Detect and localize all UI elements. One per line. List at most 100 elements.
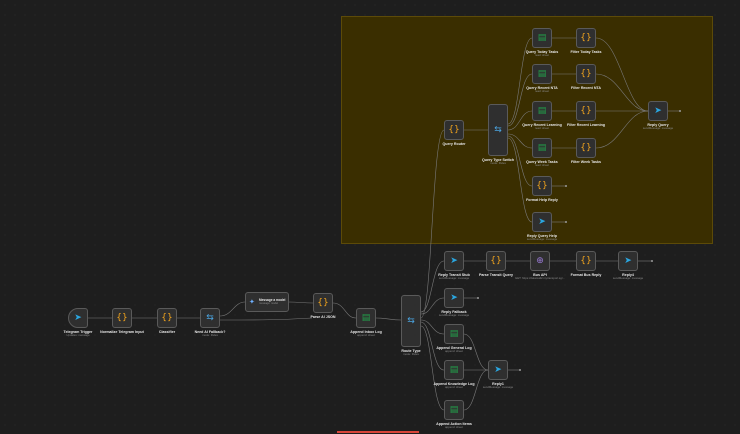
bus-api-node[interactable]: ⊕ (530, 251, 550, 271)
node-label: Reply Transit Stub (438, 273, 470, 277)
append-action-items-node[interactable]: ▤ (444, 400, 464, 420)
filter-recent-learning-node[interactable]: {} (576, 101, 596, 121)
node-subtitle: append: sheet (445, 425, 463, 429)
wire (420, 297, 445, 315)
node-label: Classifier (158, 330, 176, 334)
node-label: Filter Today Tasks (570, 50, 602, 54)
wire (420, 321, 445, 371)
node-subtitle: read: sheet (535, 126, 549, 130)
telegram-icon: ➤ (624, 255, 632, 266)
wire (595, 110, 649, 149)
wire (332, 302, 357, 319)
format-help-reply-node[interactable]: {} (532, 176, 552, 196)
switch-icon: ⇆ (206, 312, 214, 323)
filter-today-tasks-node[interactable]: {} (576, 28, 596, 48)
node-subtitle: read: sheet (535, 163, 549, 167)
query-type-switch-node[interactable]: ⇆ (488, 104, 508, 156)
reply-query-node[interactable]: ➤ (648, 101, 668, 121)
wire (507, 73, 533, 127)
code-icon: {} (580, 142, 592, 153)
telegram-trigger-node[interactable]: ➤ (68, 308, 88, 328)
sheet-icon: ▤ (361, 312, 371, 323)
wire (595, 37, 649, 112)
parse-ai-json-node[interactable]: {} (313, 293, 333, 313)
filter-week-tasks-node[interactable]: {} (576, 138, 596, 158)
node-label: Reply Query Help (527, 234, 557, 238)
need-ai-fallback-node[interactable]: ⇆ (200, 308, 220, 328)
filter-recent-nta-node[interactable]: {} (576, 64, 596, 84)
query-router-node[interactable]: {} (444, 120, 464, 140)
node-label: Query Router (442, 142, 466, 146)
code-icon: {} (490, 255, 502, 266)
node-label: Query Type Switch (481, 158, 515, 162)
code-icon: {} (580, 32, 592, 43)
sticky-note[interactable] (341, 16, 713, 244)
parse-transit-query-node[interactable]: {} (486, 251, 506, 271)
reply-query-help-node[interactable]: ➤ (532, 212, 552, 232)
node-subtitle: mode: Rules (490, 161, 506, 165)
wire (420, 260, 445, 313)
node-label: Need AI Fallback? (194, 330, 226, 334)
sparkle-icon: ✦ (249, 298, 255, 306)
reply-transit-stub-node[interactable]: ➤ (444, 251, 464, 271)
node-label: Bus API (533, 273, 547, 277)
query-recent-nta-node[interactable]: ▤ (532, 64, 552, 84)
node-label: Parse Transit Query (479, 273, 513, 277)
node-subtitle: GET: https://datamall2.mytransport.sg/..… (515, 276, 565, 280)
node-subtitle: append: sheet (445, 349, 463, 353)
code-icon: {} (580, 105, 592, 116)
reply-fallback-node[interactable]: ➤ (444, 288, 464, 308)
node-label: Query Recent Learning (522, 123, 562, 127)
wire (507, 137, 533, 223)
node-label: Normalize Telegram Input (100, 330, 144, 334)
node-label: Query Today Tasks (525, 50, 559, 54)
code-icon: {} (448, 124, 460, 135)
append-general-log-node[interactable]: ▤ (444, 324, 464, 344)
code-icon: {} (536, 180, 548, 191)
code-icon: {} (317, 297, 329, 308)
wire (420, 129, 445, 319)
classifier-node[interactable]: {} (157, 308, 177, 328)
node-subtitle: sendMessage: message (438, 276, 470, 280)
telegram-icon: ➤ (74, 312, 82, 323)
normalize-input-node[interactable]: {} (112, 308, 132, 328)
sheet-icon: ▤ (449, 328, 459, 339)
node-label: Filter Week Tasks (570, 160, 602, 164)
wire (219, 301, 246, 317)
wire (288, 301, 314, 304)
wire (507, 37, 533, 125)
wire (507, 110, 533, 131)
wire (375, 317, 402, 321)
node-label: Query Recent NTA (526, 86, 558, 90)
node-subtitle: mode: Rules (202, 333, 218, 337)
route-type-node[interactable]: ⇆ (401, 295, 421, 347)
reply-bus-node[interactable]: ➤ (618, 251, 638, 271)
node-label: Format Help Reply (526, 198, 558, 202)
node-subtitle: sendMessage: message (612, 276, 644, 280)
query-today-tasks-node[interactable]: ▤ (532, 28, 552, 48)
node-label: Message a model (259, 297, 286, 302)
progress-indicator (337, 431, 419, 433)
reply1-node[interactable]: ➤ (488, 360, 508, 380)
format-bus-reply-node[interactable]: {} (576, 251, 596, 271)
node-subtitle: sendMessage: message (642, 126, 674, 130)
query-recent-learning-node[interactable]: ▤ (532, 101, 552, 121)
wire (420, 325, 445, 411)
node-label: Filter Recent NTA (571, 86, 601, 90)
node-label: Append General Log (436, 346, 472, 350)
wire (507, 135, 533, 187)
wire (219, 317, 313, 321)
query-week-tasks-node[interactable]: ▤ (532, 138, 552, 158)
sheet-icon: ▤ (537, 142, 547, 153)
append-inbox-log-node[interactable]: ▤ (356, 308, 376, 328)
node-label: Reply4 (622, 273, 634, 277)
append-knowledge-log-node[interactable]: ▤ (444, 360, 464, 380)
telegram-icon: ➤ (654, 105, 662, 116)
wire (595, 73, 649, 112)
node-subtitle: sendMessage: message (482, 385, 514, 389)
message-model-node[interactable]: ✦ Message a model message: model (245, 292, 289, 312)
sheet-icon: ▤ (537, 105, 547, 116)
node-label: Parse AI JSON (310, 315, 336, 319)
telegram-icon: ➤ (494, 364, 502, 375)
